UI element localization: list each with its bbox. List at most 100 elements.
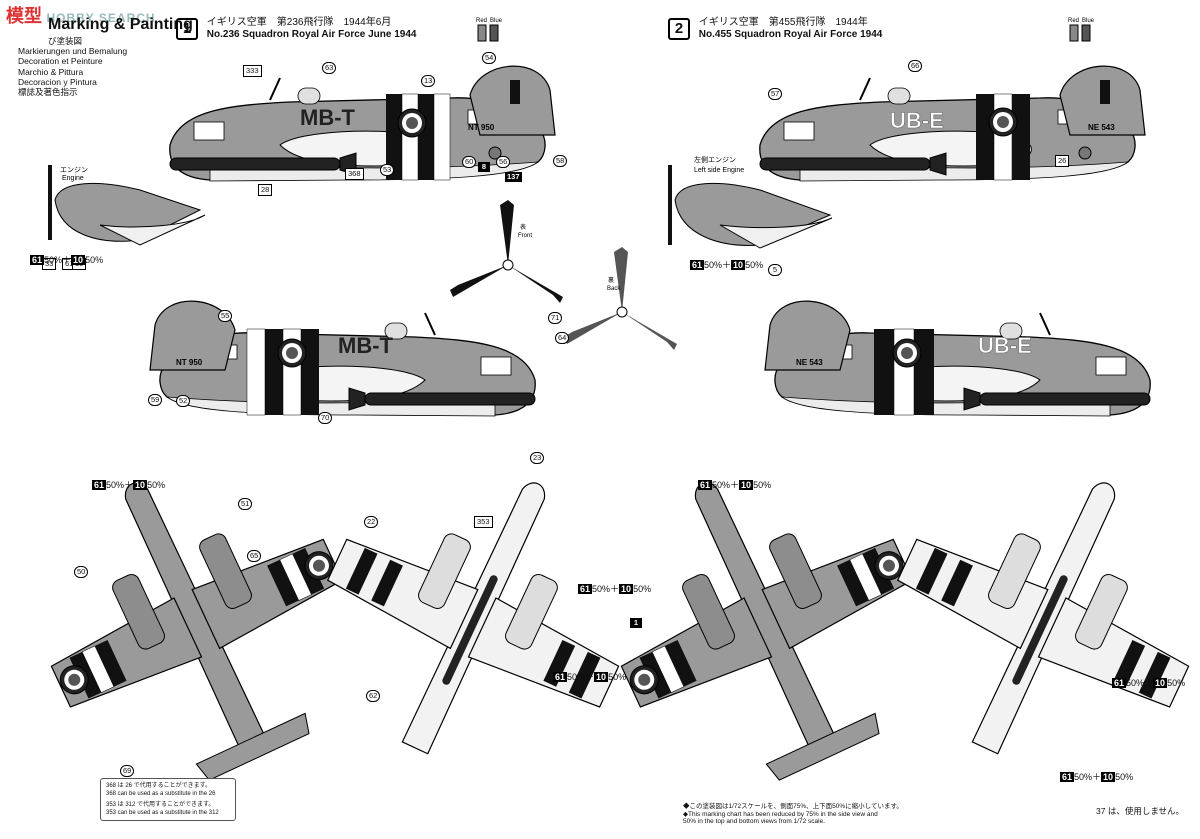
swatch-label-red: Red <box>476 18 487 24</box>
mix-plus: ＋ <box>62 255 72 265</box>
mix-pct-a: 50% <box>106 480 125 490</box>
scheme1-side-view-upper: MB-T NT 950 <box>168 65 556 182</box>
mix-plus: ＋ <box>730 480 740 490</box>
engine-label-jp: エンジン <box>60 167 88 174</box>
mix-color-b: 10 <box>133 480 148 490</box>
swatch-label-red: Red <box>1068 18 1079 24</box>
aircraft-serial: NT 950 <box>176 358 203 367</box>
substitute-line: 353 は 312 で代用することができます。 <box>106 802 215 808</box>
header-line: Decoration et Peinture <box>18 56 103 67</box>
scheme2-engine-detail: 左側エンジン Left side Engine <box>668 155 833 249</box>
mix-pct-b: 50% <box>1167 678 1186 688</box>
mix-color-b: 10 <box>71 255 86 265</box>
mix-pct-a: 50% <box>567 672 586 682</box>
scheme2-side-view-upper: UB-E NE 543 <box>758 65 1146 182</box>
scheme1-title-en: No.236 Squadron Royal Air Force June 194… <box>206 29 417 40</box>
scheme2-title-jp: イギリス空軍 第455飛行隊 1944年 <box>698 17 868 28</box>
aircraft-serial: NE 543 <box>1088 123 1115 132</box>
header-line: 標誌及著色指示 <box>18 87 78 98</box>
scheme1-side-view-lower <box>149 300 537 417</box>
mix-pct-a: 50% <box>44 255 63 265</box>
mix-pct-a: 50% <box>1126 678 1145 688</box>
header-line: Decoracion y Pintura <box>18 76 97 87</box>
header-languages: び塗装図 Markierungen und Bemalung Decoratio… <box>18 36 148 97</box>
scheme2-title-en: No.455 Squadron Royal Air Force 1944 <box>698 29 883 40</box>
mix-pct-b: 50% <box>753 480 772 490</box>
roundel-color-swatches: Red Blue Red Blue <box>476 18 1095 42</box>
scheme2-bottom-view <box>896 482 1190 755</box>
mix-color-b: 10 <box>739 480 754 490</box>
scheme1-title: 1 イギリス空軍 第236飛行隊 1944年6月 No.236 Squadron… <box>176 17 416 41</box>
aircraft-code: MB-T <box>300 105 356 130</box>
watermark-site: HOBBY SEARCH <box>46 11 156 25</box>
mix-color-b: 10 <box>1153 678 1168 688</box>
mix-pct-b: 50% <box>633 584 652 594</box>
propeller-back: 裏 Back <box>564 247 677 350</box>
aircraft-code: UB-E <box>890 108 944 133</box>
propeller-back-en: Back <box>607 286 621 292</box>
substitute-line: 368 は 26 で代用することができます。 <box>106 783 212 789</box>
mix-color-a: 61 <box>690 260 705 270</box>
mix-plus: ＋ <box>1092 772 1102 782</box>
mix-color-b: 10 <box>594 672 609 682</box>
propeller-front-en: Front <box>518 233 532 239</box>
propeller-front-jp: 表 <box>520 223 526 231</box>
unused-part-note: 37 は、使用しません。 <box>1096 806 1185 816</box>
scheme1-engine-detail: エンジン Engine <box>48 165 206 246</box>
scale-footnote: ◆この塗装図は1/72スケールを、側面75%、上下面50%に縮小しています。 ◆… <box>683 803 1013 826</box>
mix-color-b: 10 <box>619 584 634 594</box>
scheme1-top-view <box>0 419 396 821</box>
propeller-back-jp: 裏 <box>608 276 614 284</box>
substitute-line: 353 can be used as a substitute in the 3… <box>106 810 219 816</box>
scheme1-number: 1 <box>176 18 198 40</box>
scheme1-bottom-view <box>326 482 620 755</box>
substitute-note-box: 368 は 26 で代用することができます。 368 can be used a… <box>100 778 236 821</box>
mix-color-a: 61 <box>30 255 45 265</box>
watermark-logo-text: 模型 <box>6 6 42 26</box>
mix-color-a: 61 <box>578 584 593 594</box>
mix-color-b: 10 <box>1101 772 1116 782</box>
invasion-stripes <box>386 93 451 181</box>
mix-plus: ＋ <box>610 584 620 594</box>
propeller-front: 表 Front <box>450 200 563 303</box>
mix-color-b: 10 <box>731 260 746 270</box>
mix-pct-b: 50% <box>608 672 627 682</box>
footnote-line: ◆この塗装図は1/72スケールを、側面75%、上下面50%に縮小しています。 <box>683 803 903 810</box>
aircraft-serial: NT 950 <box>468 123 495 132</box>
footnote-line: 50% in the top and bottom views from 1/7… <box>683 818 825 825</box>
mix-plus: ＋ <box>722 260 732 270</box>
scheme2-title: 2 イギリス空軍 第455飛行隊 1944年 No.455 Squadron R… <box>668 17 882 41</box>
engine-label-en: Left side Engine <box>694 167 744 174</box>
mix-color-a: 61 <box>698 480 713 490</box>
mix-pct-a: 50% <box>704 260 723 270</box>
mix-pct-b: 50% <box>745 260 764 270</box>
aircraft-code: MB-T <box>338 333 394 358</box>
header-line: Markierungen und Bemalung <box>18 46 128 57</box>
aircraft-code: UB-E <box>978 333 1032 358</box>
substitute-line: 368 can be used as a substitute in the 2… <box>106 791 216 797</box>
footnote-line: ◆This marking chart has been reduced by … <box>683 810 878 818</box>
header-line: Marchio & Pittura <box>18 66 84 77</box>
mix-color-a: 61 <box>553 672 568 682</box>
page-title: Marking & Painting <box>48 16 193 33</box>
mix-pct-a: 50% <box>1074 772 1093 782</box>
scheme2-side-view-lower <box>764 300 1152 417</box>
mix-color-a: 61 <box>92 480 107 490</box>
scheme2-top-view <box>565 419 966 821</box>
scheme2-number: 2 <box>668 18 690 40</box>
mix-color-a: 61 <box>1060 772 1075 782</box>
swatch-label-blue: Blue <box>1082 18 1095 24</box>
mix-pct-b: 50% <box>1115 772 1134 782</box>
engine-label-en: Engine <box>62 175 84 182</box>
watermark-logo: 模型 HOBBY SEARCH <box>6 2 156 28</box>
mix-pct-b: 50% <box>85 255 104 265</box>
scheme1-title-jp: イギリス空軍 第236飛行隊 1944年6月 <box>206 17 392 28</box>
